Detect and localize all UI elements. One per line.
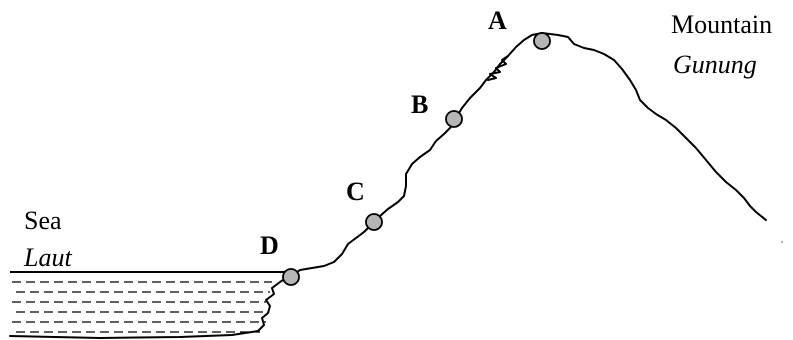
point-a: A [488, 6, 551, 50]
point-c: C [346, 177, 383, 231]
point-c-label: C [346, 177, 365, 206]
point-d: D [260, 231, 300, 286]
point-a-label: A [488, 6, 507, 35]
point-b: B [411, 90, 463, 128]
point-c-marker [365, 213, 383, 231]
point-b-label: B [411, 90, 428, 119]
sea-body [9, 271, 293, 339]
rock-outcrop [487, 55, 509, 81]
sea-water-dashes [12, 281, 272, 333]
point-d-marker [282, 268, 300, 286]
point-b-marker [445, 110, 463, 128]
mountain-label-local: Gunung [673, 50, 757, 79]
point-a-marker [533, 32, 551, 50]
point-d-label: D [260, 231, 279, 260]
mountain-label: Mountain [671, 10, 772, 39]
shoreline [9, 275, 293, 339]
sea-label: Sea [24, 206, 62, 235]
speck-mark [781, 241, 783, 243]
sea-label-local: Laut [23, 243, 72, 272]
